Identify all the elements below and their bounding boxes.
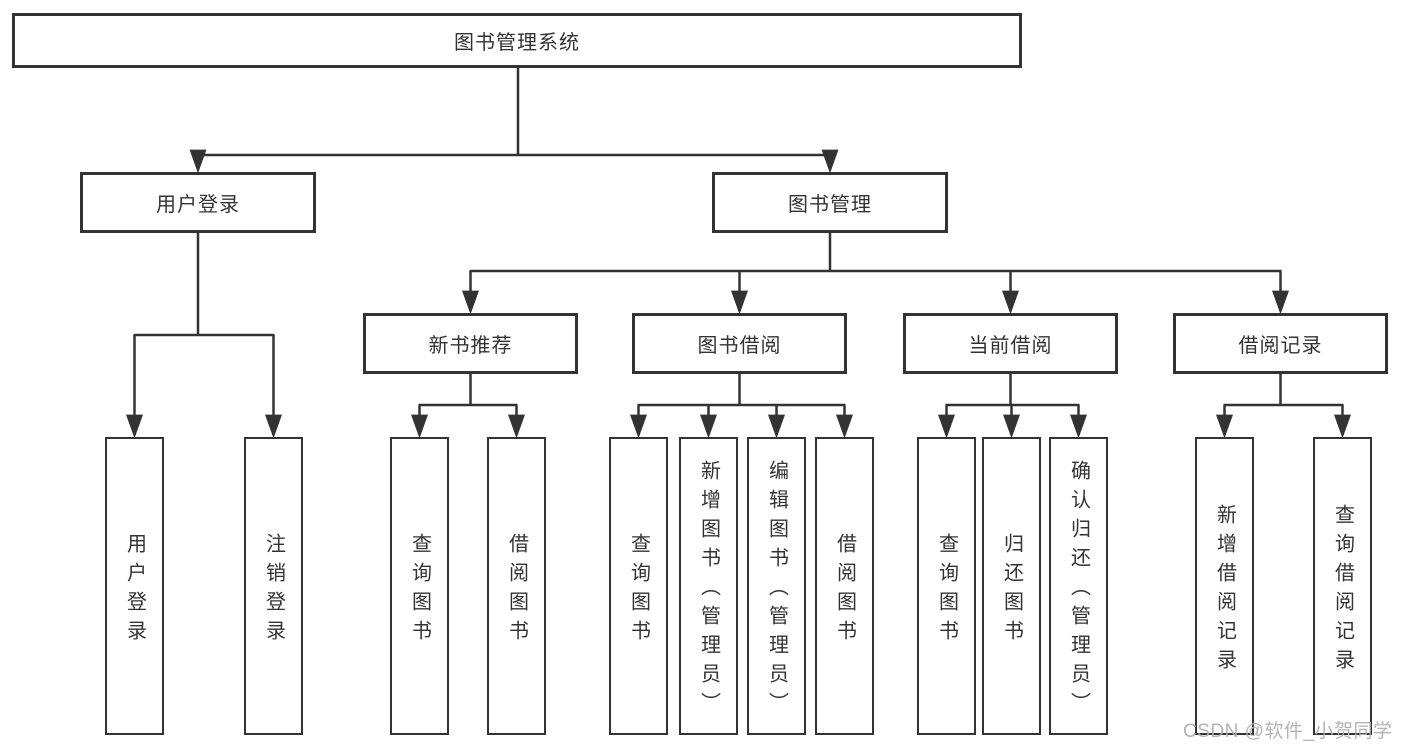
node-label: 新增图书（管理员） — [697, 460, 720, 721]
leaf-borrow-books: 借阅图书 — [815, 437, 874, 735]
leaf-add-books-admin: 新增图书（管理员） — [679, 437, 738, 735]
node-label: 查询图书 — [627, 532, 650, 649]
node-current-borrow: 当前借阅 — [903, 313, 1118, 374]
node-borrow-records: 借阅记录 — [1173, 313, 1388, 374]
node-label: 新增借阅记录 — [1213, 503, 1236, 678]
node-library-management-system: 图书管理系统 — [12, 13, 1022, 68]
leaf-query-books-current: 查询图书 — [917, 437, 976, 735]
leaf-query-books-recommend: 查询图书 — [390, 437, 449, 735]
leaf-edit-books-admin: 编辑图书（管理员） — [747, 437, 806, 735]
leaf-user-login: 用户登录 — [105, 437, 164, 735]
node-label: 查询图书 — [935, 532, 958, 649]
leaf-query-borrow-record: 查询借阅记录 — [1313, 437, 1372, 735]
node-label: 借阅图书 — [505, 532, 528, 649]
node-label: 当前借阅 — [968, 335, 1053, 357]
node-label: 查询图书 — [408, 532, 431, 649]
node-label: 注销登录 — [262, 532, 285, 649]
node-label: 编辑图书（管理员） — [765, 460, 788, 721]
node-new-book-recommend: 新书推荐 — [363, 313, 578, 374]
node-label: 图书管理系统 — [454, 32, 580, 54]
leaf-logout: 注销登录 — [244, 437, 303, 735]
node-label: 图书管理 — [788, 194, 872, 216]
node-label: 借阅图书 — [833, 532, 856, 649]
node-label: 归还图书 — [1000, 532, 1023, 649]
leaf-confirm-return-admin: 确认归还（管理员） — [1049, 437, 1108, 735]
leaf-add-borrow-record: 新增借阅记录 — [1195, 437, 1254, 735]
node-label: 确认归还（管理员） — [1067, 460, 1090, 721]
leaf-return-books: 归还图书 — [982, 437, 1041, 735]
node-user-login: 用户登录 — [80, 172, 316, 233]
node-label: 用户登录 — [123, 532, 146, 649]
node-label: 借阅记录 — [1238, 335, 1323, 357]
leaf-query-books-borrow: 查询图书 — [609, 437, 668, 735]
leaf-borrow-books-recommend: 借阅图书 — [487, 437, 546, 735]
node-label: 新书推荐 — [428, 335, 513, 357]
node-label: 查询借阅记录 — [1331, 503, 1354, 678]
node-label: 图书借阅 — [697, 335, 782, 357]
node-book-management: 图书管理 — [712, 172, 948, 233]
node-label: 用户登录 — [156, 194, 240, 216]
node-book-borrow: 图书借阅 — [632, 313, 847, 374]
csdn-watermark: CSDN @软件_小贺同学 — [1183, 721, 1393, 742]
